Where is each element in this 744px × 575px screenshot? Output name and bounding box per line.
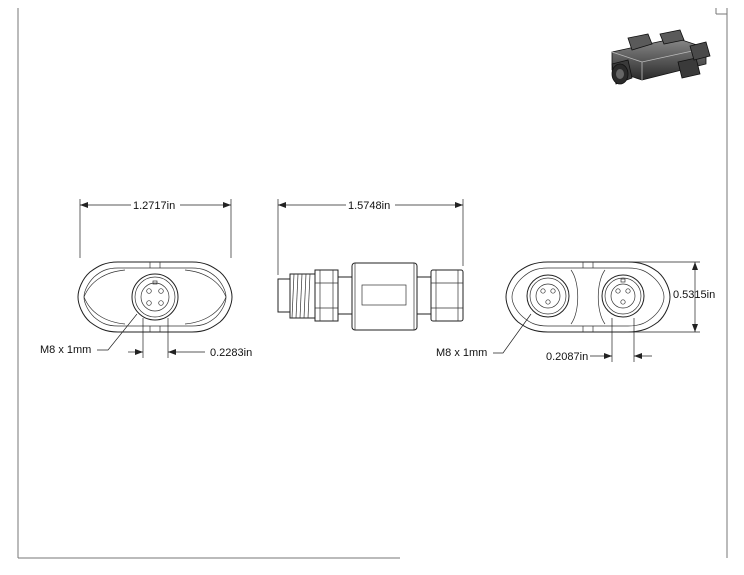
isometric-preview — [611, 29, 711, 85]
drawing-frame — [17, 8, 728, 559]
front-pin-spacing-label: 0.2283in — [210, 347, 252, 359]
rear-view — [505, 261, 671, 333]
rear-height-label: 0.5315in — [673, 289, 715, 301]
rear-thread-label: M8 x 1mm — [436, 347, 487, 359]
front-thread-label: M8 x 1mm — [40, 344, 91, 356]
front-pin-spacing-dimension: 0.2283in — [128, 318, 252, 359]
side-length-dimension: 1.5748in — [277, 199, 464, 275]
rear-pin-spacing-dimension: 0.2087in — [546, 318, 652, 363]
side-length-label: 1.5748in — [348, 200, 390, 212]
rear-thread-callout: M8 x 1mm — [436, 313, 532, 359]
front-thread-callout: M8 x 1mm — [40, 313, 138, 356]
side-view — [277, 262, 464, 331]
front-width-label: 1.2717in — [133, 200, 175, 212]
front-width-dimension: 1.2717in — [79, 199, 232, 258]
rear-pin-spacing-label: 0.2087in — [546, 351, 588, 363]
front-view — [77, 261, 233, 333]
rear-height-dimension: 0.5315in — [628, 261, 715, 333]
